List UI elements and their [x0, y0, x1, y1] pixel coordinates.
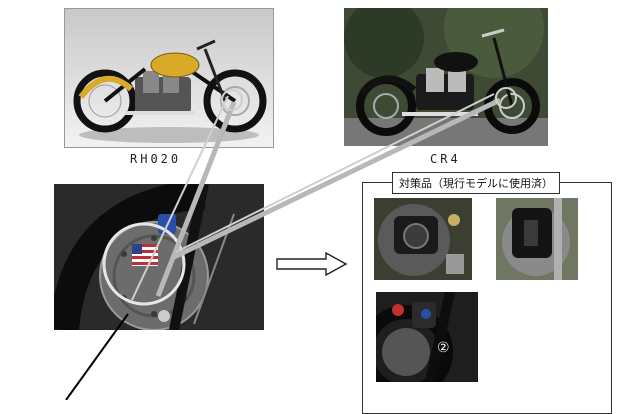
countermeasure-caliper-photo-2 — [496, 198, 578, 280]
countermeasure-caliper-photo-1 — [374, 198, 472, 280]
motorcycle-rh020-photo — [64, 8, 274, 148]
reference-marker-2: ② — [437, 340, 450, 356]
bike-model-label-rh020: RH020 — [130, 152, 182, 166]
yellow-fuel-tank — [150, 52, 200, 78]
countermeasure-box-title: 対策品（現行モデルに使用済） — [392, 172, 560, 194]
right-arrow-outline-icon — [276, 251, 348, 280]
bike-model-label-cr4: CR4 — [430, 152, 461, 166]
motorcycle-cr4-photo — [344, 8, 548, 146]
front-brake-closeup-photo — [54, 184, 264, 330]
countermeasure-installed-photo — [376, 292, 478, 382]
flag-sticker — [132, 244, 158, 266]
